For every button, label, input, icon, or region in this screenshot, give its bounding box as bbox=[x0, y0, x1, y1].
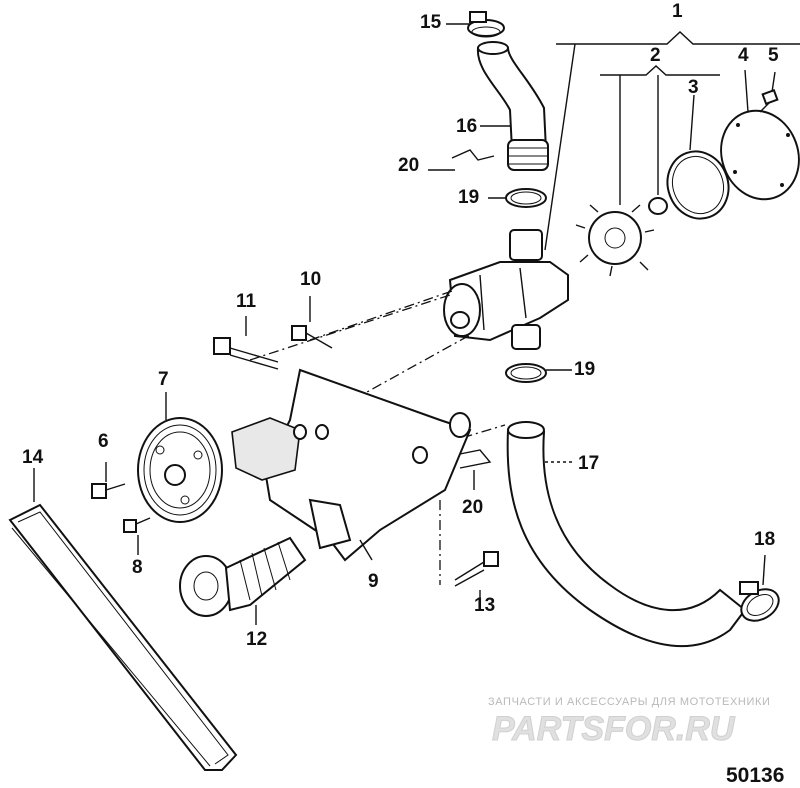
callout-13: 13 bbox=[474, 595, 496, 616]
water-pump-body bbox=[443, 229, 569, 350]
callout-12: 12 bbox=[246, 629, 268, 650]
callout-3: 3 bbox=[688, 77, 699, 98]
callout-11: 11 bbox=[236, 291, 257, 312]
callout-5: 5 bbox=[768, 45, 779, 66]
callout-17: 17 bbox=[578, 453, 600, 474]
cover-plate bbox=[720, 69, 800, 201]
callout-7: 7 bbox=[158, 369, 169, 390]
callout-9: 9 bbox=[368, 571, 379, 592]
screw-cover bbox=[759, 71, 779, 113]
clip-lower bbox=[454, 449, 492, 490]
callout-16: 16 bbox=[456, 116, 478, 137]
callout-19-lower: 19 bbox=[574, 359, 596, 380]
callout-6: 6 bbox=[98, 431, 109, 452]
watermark-logo-text: PARTSFOR.RU bbox=[492, 710, 736, 748]
drive-belt bbox=[8, 468, 238, 771]
callout-19-upper: 19 bbox=[458, 187, 480, 208]
clip-upper bbox=[428, 149, 495, 171]
callout-1: 1 bbox=[672, 1, 683, 22]
group-bracket-1 bbox=[544, 31, 800, 251]
bolt-pulley-lower bbox=[123, 517, 151, 555]
callout-20-upper: 20 bbox=[398, 155, 420, 176]
hose-clamp-top bbox=[446, 11, 505, 38]
callout-8: 8 bbox=[132, 557, 143, 578]
o-ring-lower bbox=[505, 363, 572, 383]
callout-20-lower: 20 bbox=[462, 497, 484, 518]
pulley bbox=[137, 392, 223, 523]
bolt-pulley-upper bbox=[91, 462, 126, 499]
callout-18: 18 bbox=[754, 529, 776, 550]
bolt-lower-bracket bbox=[454, 551, 499, 600]
mounting-bracket bbox=[231, 368, 472, 562]
bolt-bracket-short bbox=[291, 296, 333, 349]
belt-tensioner bbox=[179, 536, 307, 625]
callout-10: 10 bbox=[300, 269, 322, 290]
hose-clamp-lower bbox=[739, 554, 780, 622]
watermark-logo: PARTSFOR.RU bbox=[492, 710, 736, 749]
impeller bbox=[575, 197, 668, 277]
bolt-bracket-long bbox=[213, 316, 279, 370]
callout-14: 14 bbox=[22, 447, 44, 468]
callout-2: 2 bbox=[650, 45, 661, 66]
o-ring-upper bbox=[488, 188, 547, 208]
assembly-lines bbox=[249, 289, 506, 585]
group-bracket-2 bbox=[600, 65, 720, 205]
callout-4: 4 bbox=[738, 45, 749, 66]
callout-15: 15 bbox=[420, 12, 442, 33]
figure-number: 50136 bbox=[726, 764, 785, 787]
hose-lower bbox=[506, 421, 747, 648]
hose-upper bbox=[476, 41, 549, 171]
watermark-tagline: ЗАПЧАСТИ И АКСЕССУАРЫ ДЛЯ МОТОТЕХНИКИ bbox=[488, 696, 771, 708]
